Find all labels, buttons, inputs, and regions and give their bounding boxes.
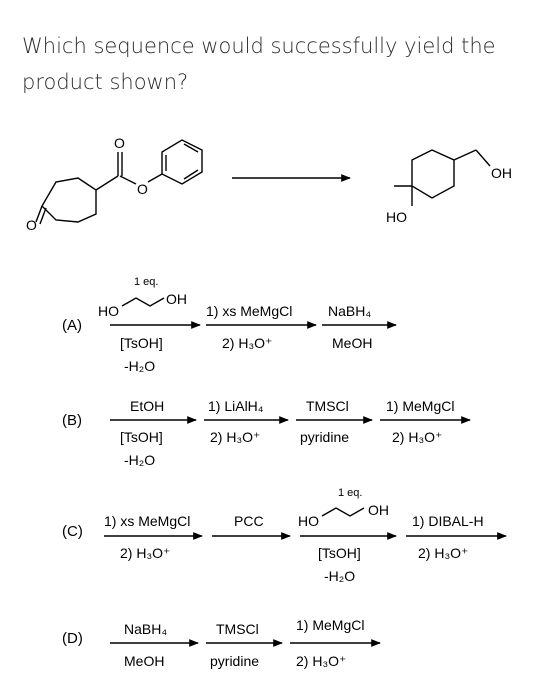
ester-oxygen: O — [137, 181, 148, 197]
option-c-step4-above: 1) DIBAL-H — [412, 513, 484, 529]
product-hydroxyl-bottom: HO — [386, 209, 407, 225]
option-c-step4-below: 2) H₃O⁺ — [418, 545, 468, 561]
option-c-step3-below: [TsOH] — [318, 545, 361, 561]
option-a-step1-below2: -H₂O — [124, 358, 155, 374]
option-b-step4-above: 1) MeMgCl — [386, 398, 454, 414]
option-c-step2-above: PCC — [234, 513, 264, 529]
option-c-diol-eq: 1 eq. — [338, 487, 362, 499]
option-a-step1-below: [TsOH] — [120, 335, 163, 351]
option-d-step3-above: 1) MeMgCl — [296, 617, 364, 633]
option-c: (C) 1) xs MeMgCl 2) H₃O⁺ PCC 1 eq. HO OH… — [62, 487, 507, 584]
option-b: (B) EtOH [TsOH] -H₂O 1) LiAlH₄ 2) H₃O⁺ T… — [62, 398, 471, 468]
option-d-step2-above: TMSCl — [216, 621, 259, 637]
option-a-diol-ho: HO — [98, 303, 119, 319]
starting-material-structure: O O O — [26, 135, 203, 233]
option-d-label: (D) — [62, 630, 83, 647]
option-b-label: (B) — [62, 412, 82, 429]
option-a-diol-eq: 1 eq. — [134, 276, 158, 288]
product-hydroxyl-right: OH — [491, 165, 512, 181]
option-b-step1-above: EtOH — [130, 398, 164, 414]
option-c-step1-below: 2) H₃O⁺ — [120, 545, 170, 561]
option-a-step2-below: 2) H₃O⁺ — [222, 335, 272, 351]
option-b-step3-below: pyridine — [300, 429, 349, 445]
option-d-step3-below: 2) H₃O⁺ — [296, 653, 346, 669]
phenyl-ring — [161, 139, 203, 185]
option-c-diol-oh: OH — [368, 502, 389, 518]
carbonyl-oxygen: O — [114, 135, 125, 151]
option-a-step3-above: NaBH₄ — [328, 303, 371, 319]
cyclohexane-ring-product — [411, 149, 455, 199]
option-d-step1-above: NaBH₄ — [124, 621, 167, 637]
option-d: (D) NaBH₄ MeOH TMSCl pyridine 1) MeMgCl … — [62, 617, 381, 669]
option-b-step4-below: 2) H₃O⁺ — [392, 429, 442, 445]
ketone-oxygen: O — [26, 217, 37, 233]
option-a: (A) 1 eq. HO OH [TsOH] -H₂O 1) xs MeMgCl… — [62, 276, 397, 374]
option-b-step3-above: TMSCl — [306, 398, 349, 414]
option-c-label: (C) — [62, 523, 83, 540]
product-structure: OH HO — [386, 149, 512, 225]
question-text: Which sequence would successfully yield … — [22, 34, 496, 94]
option-c-step3-below2: -H₂O — [324, 568, 355, 584]
option-c-diol-ho: HO — [298, 513, 319, 529]
option-d-step1-below: MeOH — [124, 653, 164, 669]
option-a-step3-below: MeOH — [332, 335, 372, 351]
option-a-diol-oh: OH — [166, 291, 187, 307]
option-d-step2-below: pyridine — [210, 653, 259, 669]
option-c-step1-above: 1) xs MeMgCl — [104, 513, 190, 529]
option-b-step1-below2: -H₂O — [124, 452, 155, 468]
option-b-step1-below: [TsOH] — [120, 429, 163, 445]
option-b-step2-below: 2) H₃O⁺ — [210, 429, 260, 445]
option-a-label: (A) — [62, 317, 82, 334]
option-b-step2-above: 1) LiAlH₄ — [208, 398, 264, 414]
option-a-step2-above: 1) xs MeMgCl — [206, 303, 292, 319]
cyclohexane-ring-start — [41, 177, 97, 223]
